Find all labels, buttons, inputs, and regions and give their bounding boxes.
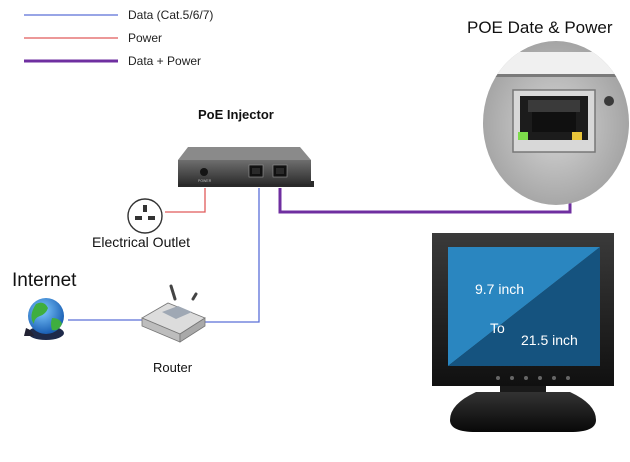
- globe-icon: [24, 298, 64, 340]
- monitor-size-max: 21.5 inch: [521, 332, 578, 348]
- router-icon: [141, 284, 206, 343]
- rj45-port-icon: [483, 41, 629, 205]
- monitor-size-to: To: [490, 320, 505, 336]
- monitor-size-min: 9.7 inch: [475, 281, 525, 297]
- poe-data-power-label: POE Date & Power: [467, 18, 613, 37]
- data-power-line: [278, 188, 572, 214]
- poe-injector-icon: POWER: [178, 147, 314, 187]
- monitor-screen-b: [448, 247, 600, 366]
- router-label: Router: [153, 360, 193, 375]
- poe-injector-label: PoE Injector: [198, 107, 274, 122]
- svg-text:POWER: POWER: [198, 179, 212, 183]
- legend-label-data-power: Data + Power: [128, 54, 202, 68]
- power-line: [165, 188, 206, 213]
- legend-label-power: Power: [128, 31, 163, 45]
- outlet-icon: [127, 198, 163, 234]
- legend-label-data: Data (Cat.5/6/7): [128, 8, 214, 22]
- electrical-outlet-label: Electrical Outlet: [92, 234, 191, 250]
- data-line-router-injector: [205, 188, 260, 323]
- internet-label: Internet: [12, 270, 77, 291]
- monitor-icon: [432, 233, 614, 432]
